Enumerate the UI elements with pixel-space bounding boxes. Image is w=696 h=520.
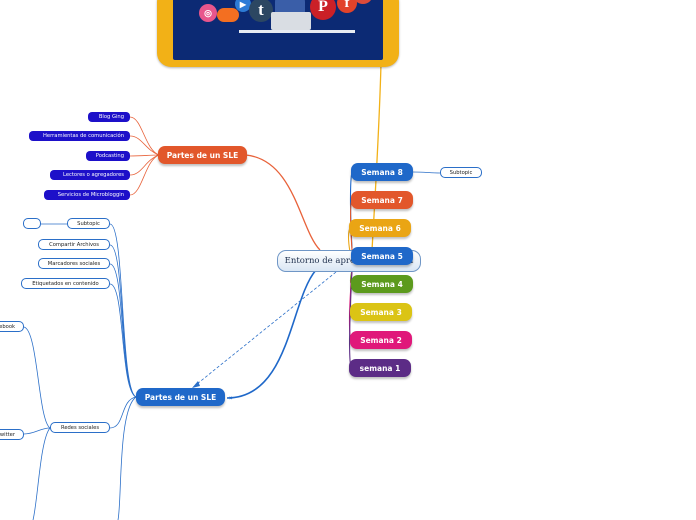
leaf-podcasting[interactable]: Podcasting xyxy=(86,151,130,161)
leaf-empty[interactable] xyxy=(23,218,41,229)
leaf-subtopic[interactable]: Subtopic xyxy=(67,218,110,229)
desk-line xyxy=(239,30,355,33)
leaf-marcadores-sociales[interactable]: Marcadores sociales xyxy=(38,258,110,269)
branch-top-partes-sle[interactable]: Partes de un SLE xyxy=(158,146,247,164)
branch-bottom-partes-sle[interactable]: Partes de un SLE xyxy=(136,388,225,406)
week-node-semana-1[interactable]: semana 1 xyxy=(349,359,411,377)
social-media-image-frame: ◎ ▶ t P f G+ xyxy=(157,0,399,67)
expand-toggle-icon[interactable]: » xyxy=(229,394,234,402)
leaf-twitter[interactable]: witter xyxy=(0,429,24,440)
cloud-icon xyxy=(217,8,239,22)
week-node-semana-2[interactable]: Semana 2 xyxy=(350,331,412,349)
week-node-semana-7[interactable]: Semana 7 xyxy=(351,191,413,209)
week-node-semana-3[interactable]: Semana 3 xyxy=(350,303,412,321)
dribbble-icon: ◎ xyxy=(199,4,217,22)
week-node-semana-5[interactable]: Semana 5 xyxy=(351,247,413,265)
google-plus-icon: G+ xyxy=(353,0,373,4)
leaf-etiquetados[interactable]: Etiquetados en contenido xyxy=(21,278,110,289)
leaf-facebook[interactable]: ebook xyxy=(0,321,24,332)
week-node-semana-8[interactable]: Semana 8 xyxy=(351,163,413,181)
leaf-blog-ging[interactable]: Blog Ging xyxy=(88,112,130,122)
person-figure xyxy=(275,0,305,14)
leaf-lectores[interactable]: Lectores o agregadores xyxy=(50,170,130,180)
social-media-image: ◎ ▶ t P f G+ xyxy=(173,0,383,60)
week-node-semana-4[interactable]: Semana 4 xyxy=(351,275,413,293)
leaf-compartir-archivos[interactable]: Compartir Archivos xyxy=(38,239,110,250)
facebook-icon: f xyxy=(337,0,357,13)
laptop-icon xyxy=(271,12,311,30)
leaf-herramientas[interactable]: Herramientas de comunicación xyxy=(29,131,130,141)
week-node-semana-6[interactable]: Semana 6 xyxy=(349,219,411,237)
pinterest-icon: P xyxy=(310,0,336,20)
leaf-redes-sociales[interactable]: Redes sociales xyxy=(50,422,110,433)
week-8-subtopic[interactable]: Subtopic xyxy=(440,167,482,178)
video-icon: ▶ xyxy=(235,0,251,12)
tumblr-icon: t xyxy=(249,0,273,22)
leaf-microbloggin[interactable]: Servicios de Microbloggin xyxy=(44,190,130,200)
